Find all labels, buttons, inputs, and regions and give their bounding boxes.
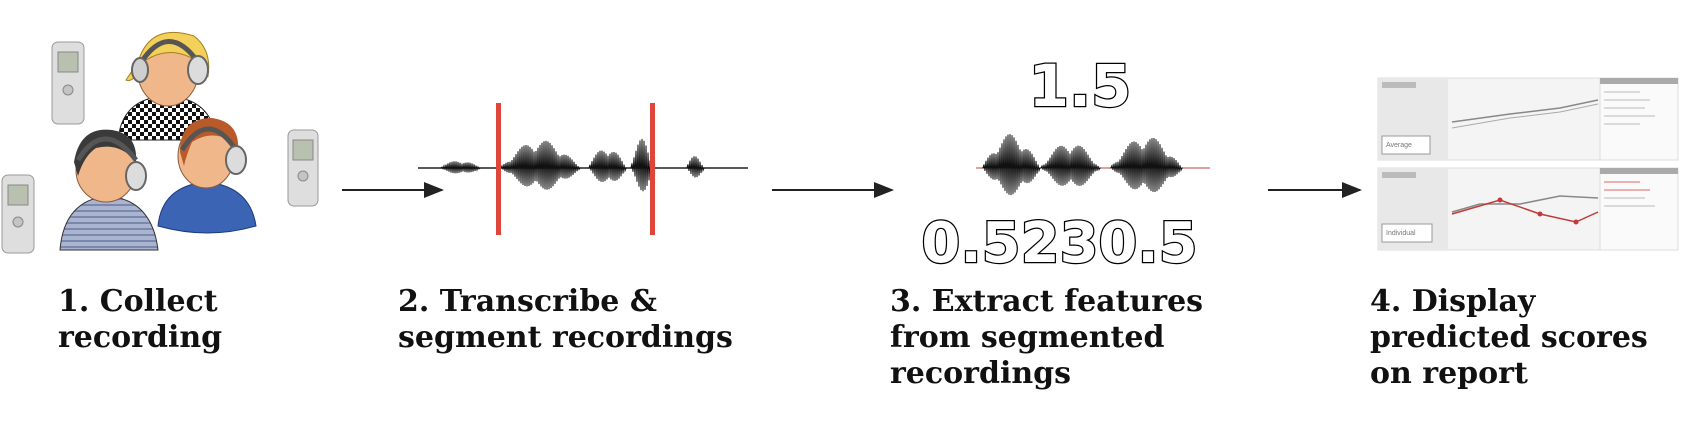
segment-marker-start — [496, 103, 501, 235]
waveform-icon — [440, 138, 705, 192]
report-panel-tag: Average — [1386, 142, 1412, 149]
step-1-label: 1. Collect recording — [58, 284, 222, 356]
recorder-icon — [1, 174, 35, 254]
step-4-line-3: on report — [1370, 356, 1528, 391]
step1-illustration — [1, 31, 319, 254]
feature-value-right: 0.5 — [1098, 211, 1197, 276]
step2-illustration — [418, 103, 748, 235]
step-4-label: 4. Display predicted scores on report — [1370, 284, 1648, 392]
report-panel-tag: Individual — [1386, 230, 1416, 237]
person-icon — [157, 118, 257, 234]
report-panel-top: Average — [1377, 77, 1679, 161]
report-thumbnail: Average Individual — [1377, 77, 1679, 251]
step3-illustration: 1.5 0.523 0.5 — [920, 51, 1210, 277]
step-1-line-1: 1. Collect — [58, 284, 218, 319]
report-panel-bottom: Individual — [1377, 167, 1679, 251]
waveform-icon — [982, 134, 1183, 196]
recorder-icon — [51, 41, 85, 125]
feature-value-top: 1.5 — [1029, 52, 1132, 120]
headphones-icon — [75, 136, 147, 191]
person-icon — [59, 129, 159, 251]
step-3-line-2: from segmented — [890, 320, 1165, 355]
headphones-icon — [179, 126, 247, 175]
step-3-line-1: 3. Extract features — [890, 284, 1204, 319]
segment-marker-end — [650, 103, 655, 235]
step-4-line-2: predicted scores — [1370, 320, 1648, 355]
step-2-label: 2. Transcribe & segment recordings — [398, 284, 733, 356]
step-3-line-3: recordings — [890, 356, 1072, 391]
headphones-icon — [131, 39, 209, 85]
step-3-label: 3. Extract features from segmented recor… — [890, 284, 1203, 392]
step-2-line-2: segment recordings — [398, 320, 733, 355]
recorder-icon — [287, 129, 319, 207]
step-4-line-1: 4. Display — [1370, 284, 1536, 319]
step-1-line-2: recording — [58, 320, 223, 355]
step-2-line-1: 2. Transcribe & — [398, 284, 657, 319]
feature-value-left: 0.523 — [921, 211, 1098, 276]
